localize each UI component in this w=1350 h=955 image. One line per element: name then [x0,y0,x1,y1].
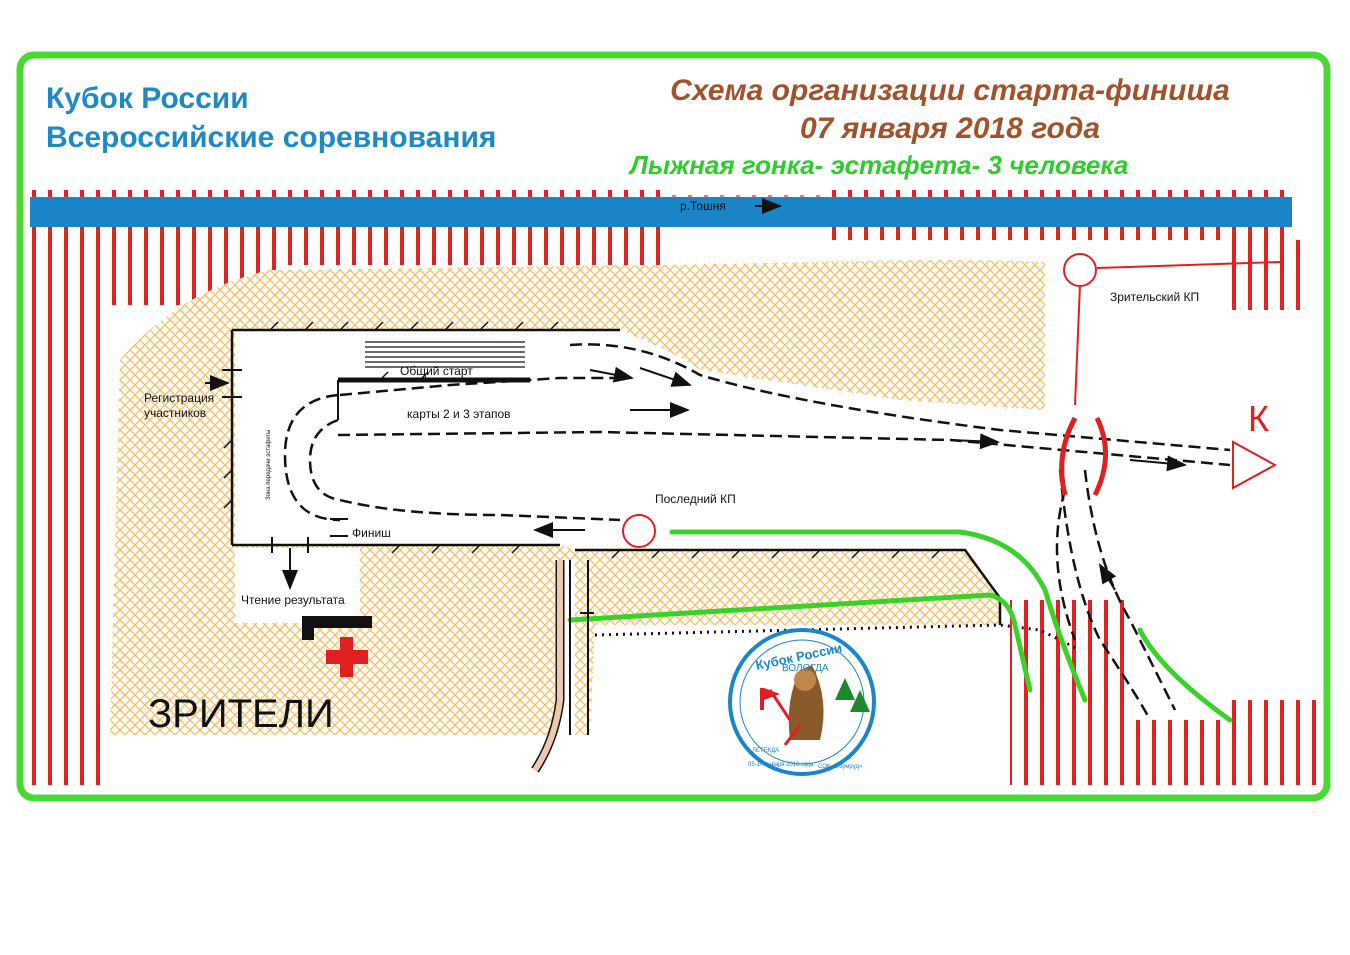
fence-right-top [1230,240,1310,310]
last-cp-circle [622,514,656,548]
cup-logo [728,628,876,776]
finish-triangle [1232,440,1278,490]
logo-date: 05-10 января 2018 года [748,762,814,768]
relay-zone-label: Зона передачи эстафеты [266,429,272,500]
spectator-cp-circle [1063,253,1097,287]
registration-label-2: участников [144,406,207,420]
logo-venue: СОК «Изумруд» [818,764,863,770]
dashed-tracks [283,343,1231,721]
competition-title: Всероссийские соревнования [46,121,497,154]
spectator-cp-lines [1074,261,1281,406]
results-label: Чтение результата [241,593,345,607]
last-cp-label: Последний КП [655,492,736,506]
logo-city: ВОЛОГДА [782,663,829,674]
finish-label: Финиш [352,526,391,540]
registration-label-1: Регистрация [144,391,215,405]
fence-left [30,225,110,785]
logo-small: ЛЕТЕКДА [752,748,780,754]
green-tracks [567,529,1233,723]
control-gate-left [1059,416,1078,496]
results-pavilion [302,616,372,628]
control-gate-right [1092,416,1108,497]
fence-top-inner [280,225,660,265]
fence-bottom-mid [1010,600,1130,785]
track-ticks [223,321,941,559]
first-aid-cross-icon [326,637,368,677]
mass-start-lines [365,341,525,368]
race-type: Лыжная гонка- эстафета- 3 человека [630,150,1129,180]
maps-stages-label: карты 2 и 3 этапов [407,407,511,421]
fence-right-bottom [1230,700,1320,785]
fence-bottom-mid2 [1130,720,1230,785]
river [30,197,1292,227]
scheme-date: 07 января 2018 года [799,112,1101,145]
mass-start-label: Общий старт [400,364,473,378]
river-label: р.Тошня [680,199,726,213]
results-area [235,548,360,623]
track-arrows [533,366,1187,591]
control-letter: К [1248,398,1269,439]
scheme-title: Схема организации старта-финиша [670,74,1230,107]
spectators-label: ЗРИТЕЛИ [148,692,334,736]
cup-title: Кубок России [46,82,249,115]
spectator-cp-label: Зрительский КП [1110,290,1200,304]
